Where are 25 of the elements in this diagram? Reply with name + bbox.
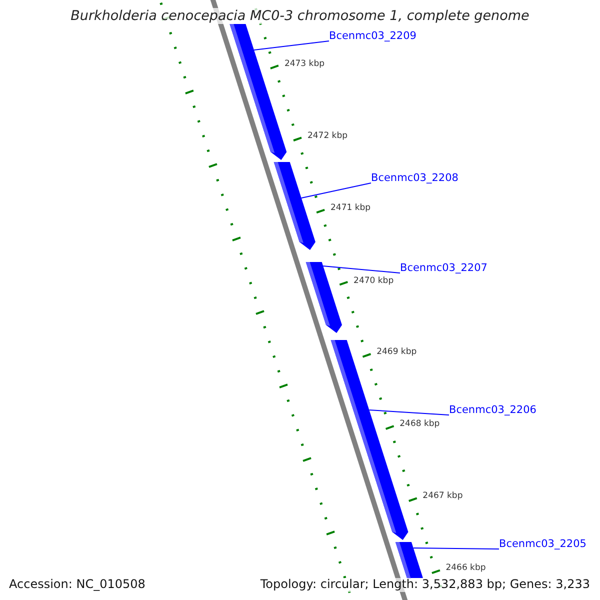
leader-line xyxy=(300,182,372,198)
gene-feature xyxy=(230,24,287,160)
gene-feature xyxy=(274,162,316,250)
tick-label: 2472 kbp xyxy=(307,132,348,142)
tick-label: 2468 kbp xyxy=(400,420,440,430)
gene-label: Bcenmc03_2205 xyxy=(499,538,586,550)
gene-label: Bcenmc03_2206 xyxy=(449,404,536,416)
tick-label: 2466 kbp xyxy=(446,564,486,574)
gene-label: Bcenmc03_2207 xyxy=(400,262,488,274)
gene-feature xyxy=(395,542,423,579)
accession-text: Accession: NC_010508 xyxy=(9,578,146,592)
leader-line xyxy=(412,548,500,550)
tick-label: 2473 kbp xyxy=(284,60,324,70)
gene-label: Bcenmc03_2208 xyxy=(371,172,458,184)
tick-label: 2471 kbp xyxy=(330,204,371,214)
title: Burkholderia cenocepacia MC0-3 chromosome 1, complete genome xyxy=(70,9,530,25)
tick-label: 2467 kbp xyxy=(422,492,463,502)
tick-label: 2470 kbp xyxy=(354,277,394,287)
leader-line xyxy=(322,266,400,274)
leader-line xyxy=(254,40,330,50)
tick-label: 2469 kbp xyxy=(376,348,417,358)
gene-label: Bcenmc03_2209 xyxy=(329,30,416,42)
gene-feature xyxy=(306,262,342,333)
leader-line xyxy=(368,410,450,416)
genome-summary-text: Topology: circular; Length: 3,532,883 bp; Genes: 3,233 xyxy=(260,578,590,592)
